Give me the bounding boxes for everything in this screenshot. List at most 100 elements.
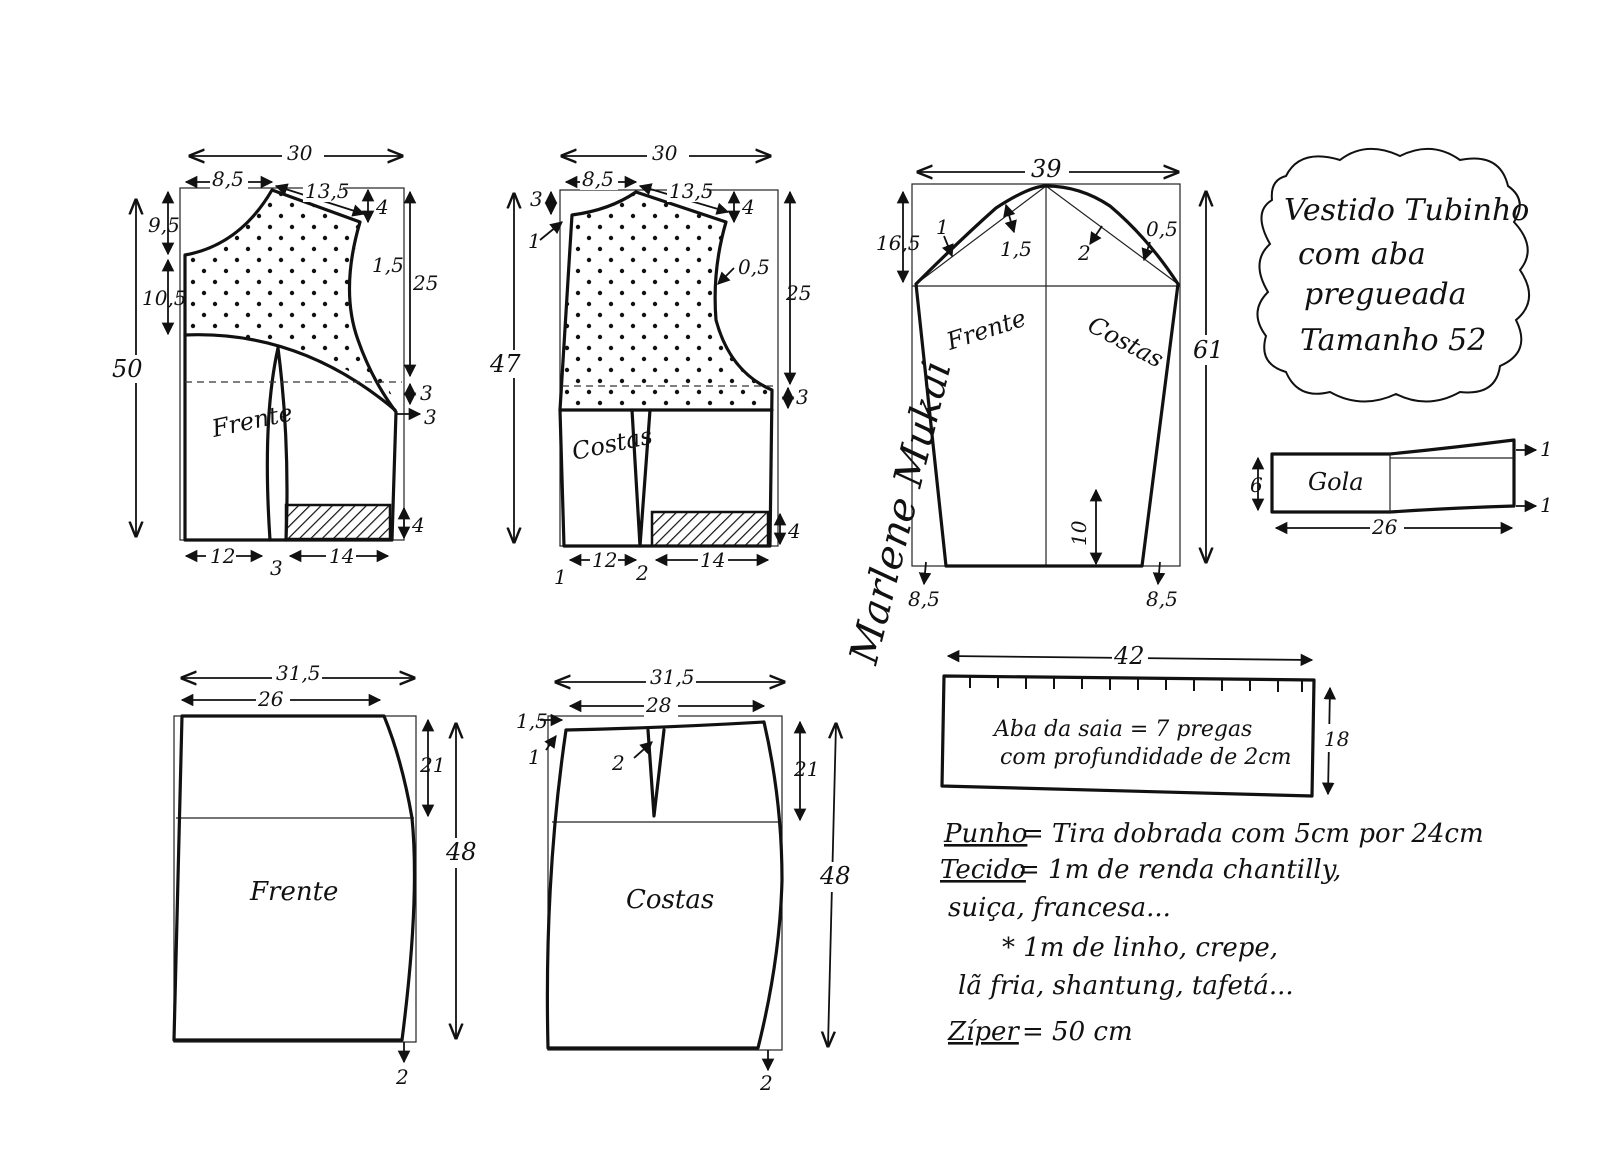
note-ziper-label: Zíper <box>947 1017 1020 1047</box>
skirt-flap-outline <box>940 674 1316 798</box>
skirt-flap-width-value: 42 <box>1113 642 1145 670</box>
bodice-back-side-value: 25 <box>785 281 811 305</box>
bodice-front-height-value: 50 <box>112 355 143 383</box>
bodice-back-dart <box>630 408 652 548</box>
bodice-back-bottom-right-value: 14 <box>700 548 725 572</box>
collar-outline <box>1270 438 1516 514</box>
bodice-front-hem-band <box>284 503 392 541</box>
skirt-flap-text-line-1: Aba da saia = 7 pregas <box>992 717 1252 742</box>
title-cloud: Vestido Tubinho com aba pregueada Tamanh… <box>1256 147 1530 403</box>
bodice-front-bottom-dart-value: 3 <box>270 556 283 580</box>
sleeve-right-in-value: 8,5 <box>1146 587 1178 611</box>
sleeve-front-label: Frente <box>942 304 1029 356</box>
bodice-front-hem-value: 4 <box>411 513 425 537</box>
bodice-front-shoulder-value: 13,5 <box>305 179 350 203</box>
collar-pattern: Gola 6 26 1 1 <box>1250 437 1553 540</box>
bodice-front-neckdepth-value: 9,5 <box>148 213 180 237</box>
bodice-back-shoulder-value: 13,5 <box>669 179 714 203</box>
bodice-front-drop-value: 4 <box>375 195 389 219</box>
skirt-back-hip-value: 21 <box>793 757 819 781</box>
skirt-back-dart <box>646 728 666 818</box>
collar-rise-bottom-value: 1 <box>1540 493 1553 517</box>
bodice-front-lace-yoke <box>185 190 395 400</box>
note-tecido-text-2: suiça, francesa... <box>948 893 1171 923</box>
bodice-back-neck-value: 8,5 <box>582 167 614 191</box>
collar-label: Gola <box>1308 468 1364 496</box>
note-punho-text: = Tira dobrada com 5cm por 24cm <box>1022 819 1484 849</box>
skirt-front-hip-value: 21 <box>419 753 445 777</box>
sleeve-back-label: Costas <box>1083 311 1168 374</box>
sleeve-hem-value: 10 <box>1067 520 1091 546</box>
skirt-back-width-top-value: 28 <box>645 693 671 717</box>
bodice-back-label: Costas <box>569 422 654 466</box>
bodice-front-bottom-left-value: 12 <box>210 544 235 568</box>
bodice-front-width-value: 30 <box>287 141 313 165</box>
skirt-flap-text-line-2: com profundidade de 2cm <box>1000 745 1291 770</box>
bodice-front-label: Frente <box>208 399 295 444</box>
bodice-front-armhole-value: 1,5 <box>372 253 404 277</box>
skirt-back-height-value: 48 <box>819 862 851 890</box>
sleeve-width-value: 39 <box>1031 155 1062 183</box>
title-line-2: com aba <box>1298 237 1426 272</box>
sleeve-length-value: 61 <box>1193 336 1224 364</box>
bodice-front-dart-top-value: 3 <box>420 381 433 405</box>
sleeve-front-1-value: 1 <box>936 215 949 239</box>
bodice-back-lace-yoke <box>560 192 772 410</box>
skirt-flap-pleat-marks <box>969 676 1303 692</box>
bodice-back-waist-value: 3 <box>796 385 809 409</box>
collar-height-value: 6 <box>1250 473 1263 497</box>
skirt-front-height-value: 48 <box>445 838 477 866</box>
signature: Marlene Mukai <box>841 356 961 669</box>
bodice-front-dart <box>265 346 289 542</box>
skirt-flap-pattern: Aba da saia = 7 pregas com profundidade … <box>940 642 1350 798</box>
note-punho-label: Punho <box>943 819 1027 849</box>
bodice-front-side-value: 25 <box>412 271 438 295</box>
sleeve-cap-height-value: 16,5 <box>876 231 921 255</box>
bodice-front-pattern: Frente 30 8,5 13,5 4 9,5 10,5 1,5 25 50 … <box>112 140 438 580</box>
bodice-back-pattern: Costas 30 8,5 13,5 4 3 1 0,5 25 47 3 4 1… <box>489 140 811 589</box>
note-ziper-text: = 50 cm <box>1022 1017 1133 1047</box>
bodice-back-armhole-value: 0,5 <box>738 255 770 279</box>
collar-length-value: 26 <box>1371 515 1398 539</box>
skirt-front-width-top-value: 26 <box>257 687 284 711</box>
bodice-back-width-value: 30 <box>652 141 678 165</box>
bodice-front-yoke-seam <box>183 333 397 412</box>
bodice-back-height-value: 47 <box>489 350 521 378</box>
note-tecido-text-3: * 1m de linho, crepe, <box>1002 933 1278 963</box>
bodice-front-dart-bottom-value: 3 <box>424 405 437 429</box>
notes-block: Punho = Tira dobrada com 5cm por 24cm Te… <box>940 819 1484 1047</box>
skirt-back-outline <box>545 720 784 1050</box>
bodice-back-hem-value: 4 <box>787 519 801 543</box>
bodice-back-drop-value: 4 <box>741 195 755 219</box>
title-line-1: Vestido Tubinho <box>1284 193 1529 228</box>
skirt-back-hem-value: 2 <box>759 1071 773 1095</box>
bodice-back-neckdepth-value: 3 <box>530 187 543 211</box>
sleeve-back-2-value: 2 <box>1077 241 1091 265</box>
skirt-back-pattern: Costas 31,5 28 1,5 1 2 21 48 2 <box>516 664 851 1095</box>
collar-rise-top-value: 1 <box>1540 437 1553 461</box>
sleeve-back-0-5-value: 0,5 <box>1146 217 1178 241</box>
skirt-front-width-total-value: 31,5 <box>276 661 321 685</box>
bodice-back-hem-band <box>650 510 770 548</box>
bodice-back-bottom-dart-value: 2 <box>635 561 649 585</box>
skirt-back-width-total-value: 31,5 <box>650 665 695 689</box>
skirt-back-side-value: 1 <box>528 745 541 769</box>
skirt-back-label: Costas <box>626 885 714 915</box>
bodice-back-outline <box>558 190 774 548</box>
skirt-front-hem-value: 2 <box>395 1065 409 1089</box>
sleeve-front-1-5-value: 1,5 <box>1000 237 1032 261</box>
bodice-back-bottom-left-value: 12 <box>592 548 617 572</box>
title-line-3: pregueada <box>1304 277 1467 312</box>
skirt-flap-height-value: 18 <box>1324 727 1349 751</box>
skirt-front-label: Frente <box>249 877 338 907</box>
skirt-front-outline <box>172 714 417 1042</box>
skirt-back-dart-value: 2 <box>611 751 625 775</box>
sleeve-left-in-value: 8,5 <box>908 587 940 611</box>
bodice-back-left-edge-value: 1 <box>554 565 567 589</box>
bodice-front-neck-value: 8,5 <box>212 167 244 191</box>
skirt-front-pattern: Frente 31,5 26 21 48 2 <box>172 660 477 1089</box>
bodice-front-bottom-right-value: 14 <box>329 544 354 568</box>
skirt-back-rise-value: 1,5 <box>516 709 548 733</box>
skirt-back-guide <box>547 715 783 1051</box>
